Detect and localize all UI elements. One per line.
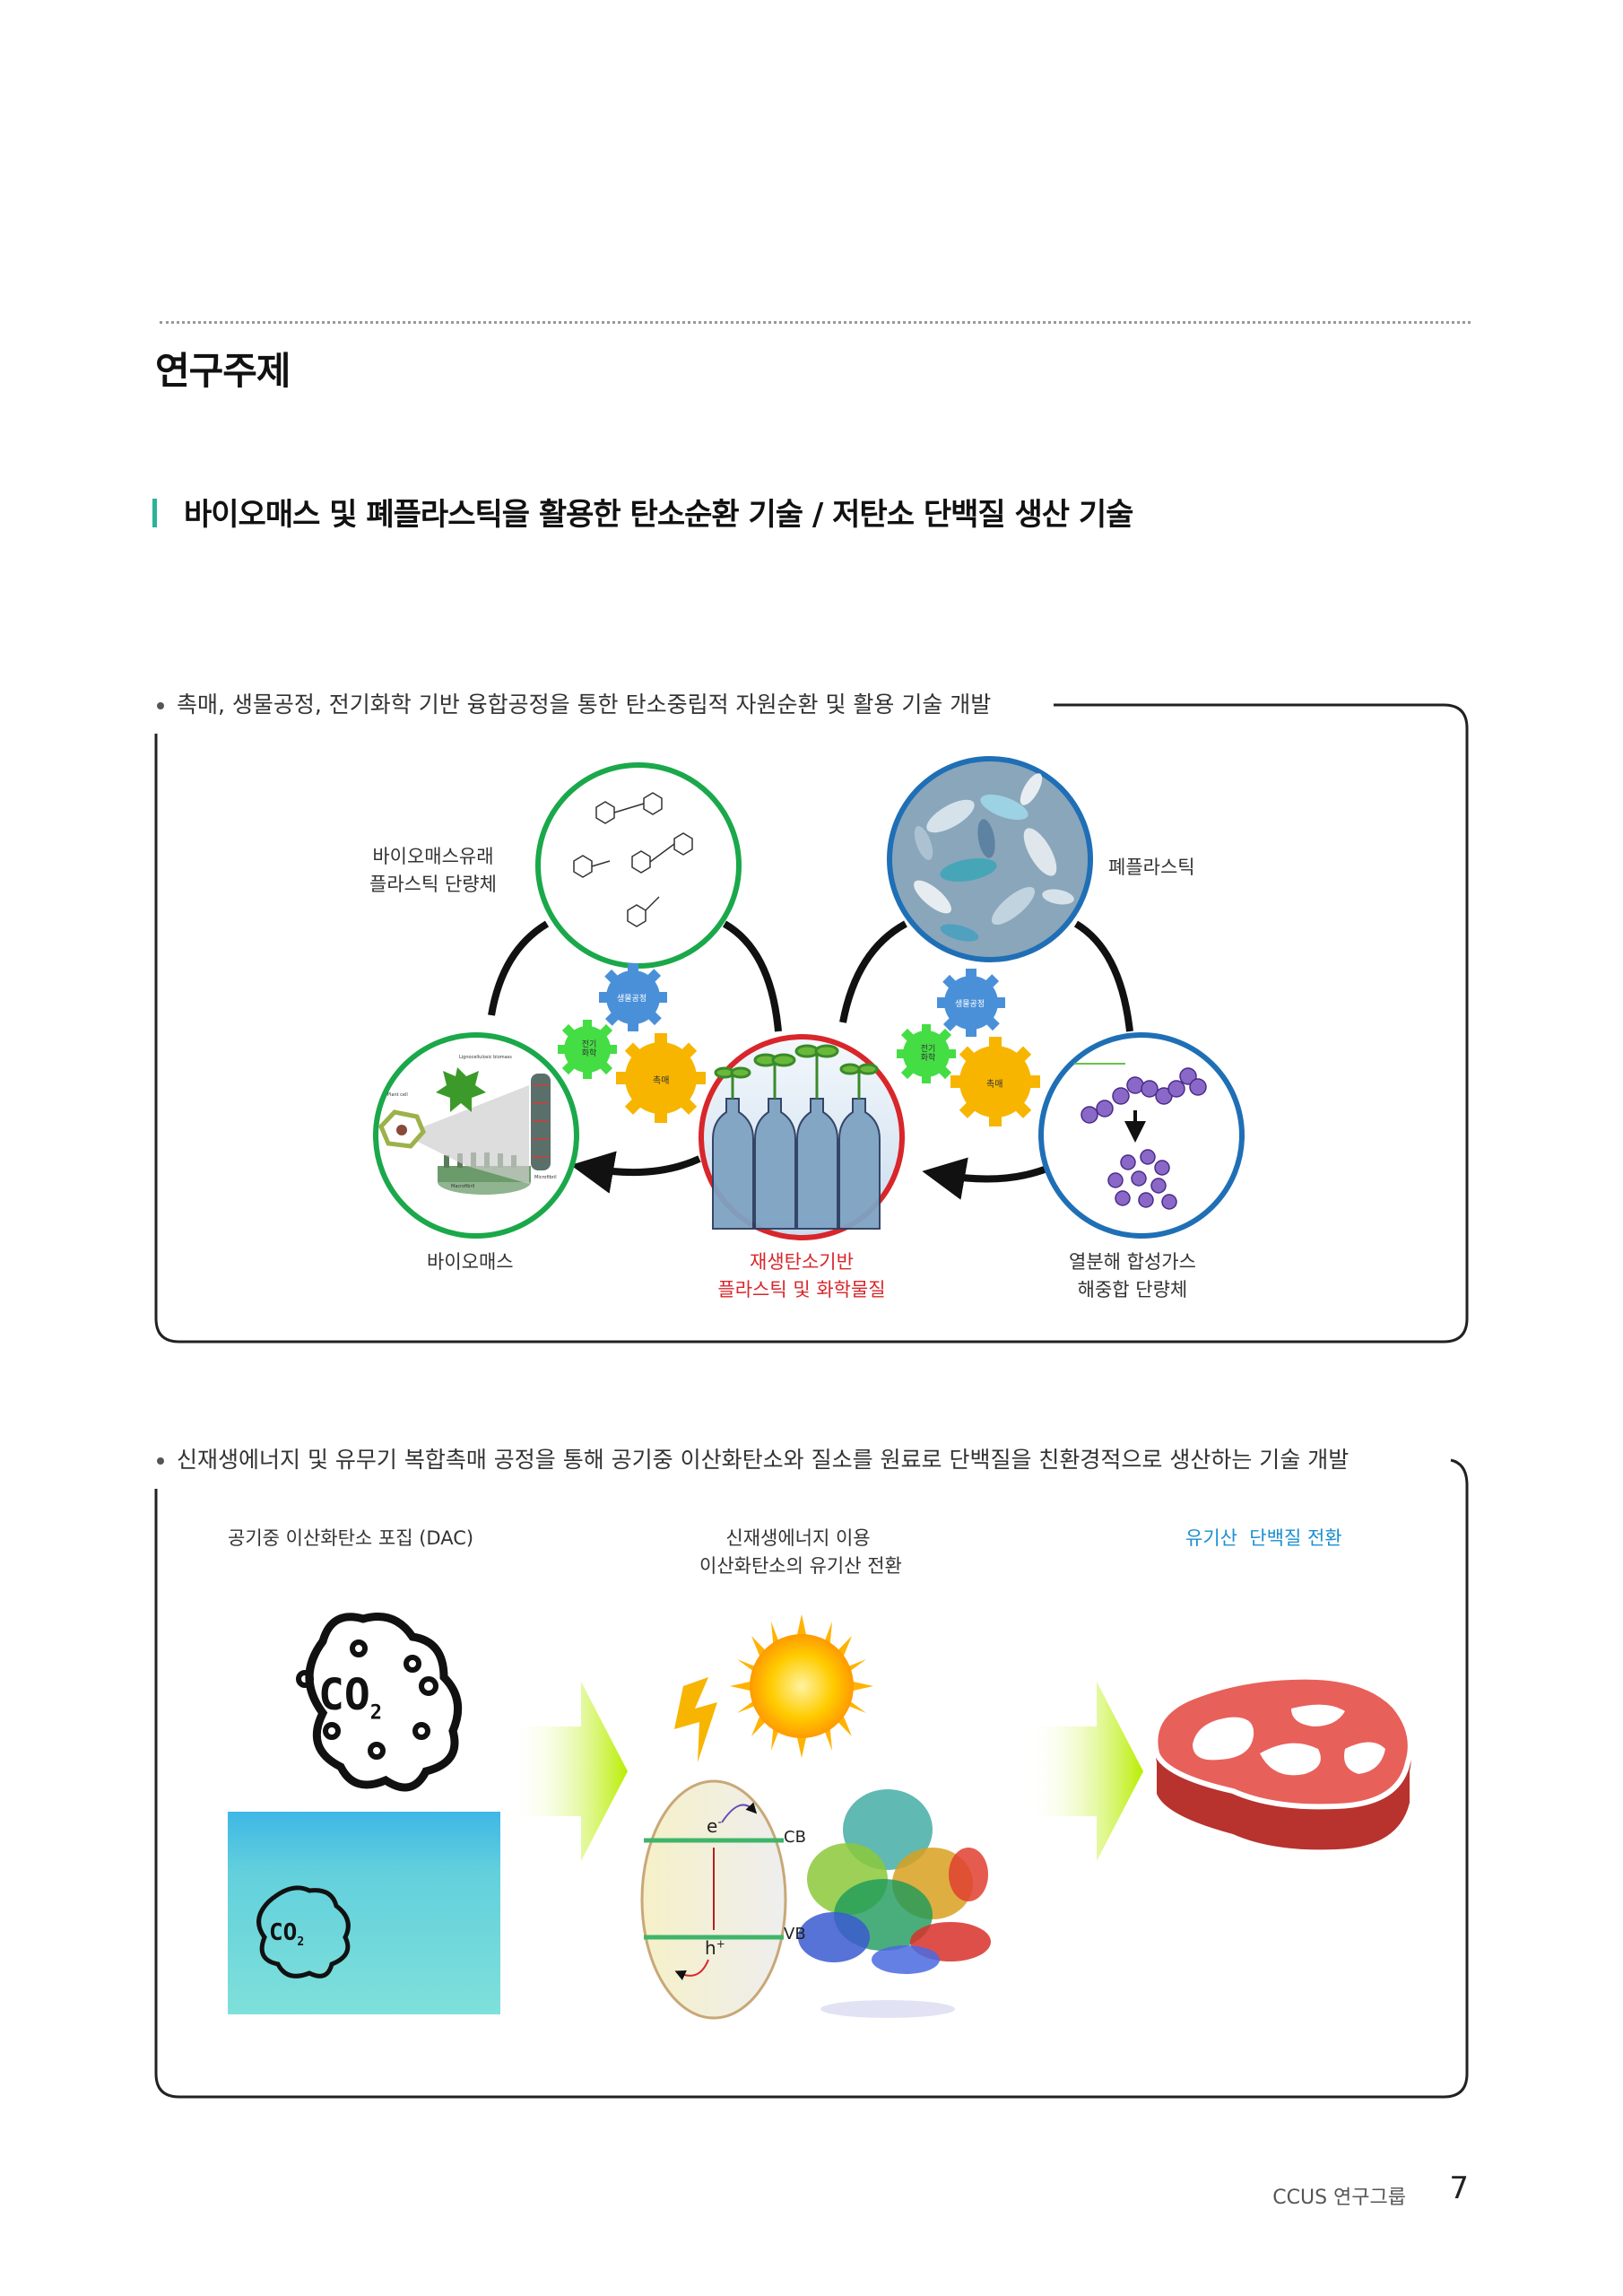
electron-sup: - <box>717 1815 722 1829</box>
label-line: 플라스틱 단량체 <box>369 874 497 895</box>
renewable-products-circle <box>699 1034 905 1240</box>
cycle-arc <box>722 920 782 1032</box>
co2-text: CO <box>318 1670 370 1720</box>
meat-steak-icon <box>1152 1674 1413 1850</box>
cycle-arc <box>1073 920 1133 1032</box>
subtitle: 바이오매스 및 폐플라스틱을 활용한 탄소순환 기술 / 저탄소 단백질 생산 … <box>184 497 1133 533</box>
panel1-bullet: 촉매, 생물공정, 전기화학 기반 융합공정을 통한 탄소중립적 자원순환 및 … <box>157 687 991 719</box>
cycle-arrow <box>922 1157 1051 1200</box>
panel1-bullet-text: 촉매, 생물공정, 전기화학 기반 융합공정을 통한 탄소중립적 자원순환 및 … <box>177 691 992 718</box>
panel2-frame <box>154 1458 1469 2099</box>
label-line: 바이오매스유래 <box>372 846 494 867</box>
co2-cloud-icon <box>305 1613 463 1792</box>
gear-bio-process <box>937 969 1005 1037</box>
gear-label-catalyst: 촉매 <box>986 1080 1003 1090</box>
label-line: 신재생에너지 이용 <box>725 1527 871 1549</box>
micro-label-macrofibril: Macrofibril <box>451 1184 475 1189</box>
page-number: 7 <box>1449 2170 1469 2206</box>
label-renewable-products: 재생탄소기반 플라스틱 및 화학물질 <box>707 1248 897 1304</box>
bullet-dot <box>157 702 164 709</box>
gear-label-bio: 생물공정 <box>955 1000 985 1009</box>
micro-label-fibril: Microfibril <box>534 1175 557 1180</box>
subtitle-accent-bar <box>152 499 157 527</box>
electron-label: e- <box>707 1815 722 1837</box>
gear-bio-process <box>599 963 667 1031</box>
micro-label-plant-cell: Plant cell <box>387 1092 408 1098</box>
label-line: 재생탄소기반 <box>750 1251 854 1273</box>
co2-text: CO <box>269 1919 298 1946</box>
hole-text: h <box>705 1937 716 1959</box>
lightning-icon <box>674 1677 717 1762</box>
label-line: 이산화탄소의 유기산 전환 <box>699 1555 902 1577</box>
label-protein-conversion: 유기산 단백질 전환 <box>1185 1527 1342 1549</box>
gear-catalyst <box>950 1037 1040 1126</box>
hole-label: h+ <box>705 1937 725 1959</box>
label-line: 해중합 단량체 <box>1077 1279 1188 1300</box>
micro-label-lignin: Lignocellulosic biomass <box>459 1055 512 1060</box>
bullet-dot <box>157 1457 164 1465</box>
band-diagram <box>640 1779 787 2020</box>
hole-sup: + <box>716 1937 725 1951</box>
label-biomass: 바이오매스 <box>427 1251 514 1273</box>
label-renewable-energy: 신재생에너지 이용 이산화탄소의 유기산 전환 <box>699 1525 902 1580</box>
label-pyrolysis: 열분해 합성가스 해중합 단량체 <box>1069 1248 1196 1304</box>
cycle-arrow <box>570 1151 701 1194</box>
gear-electrochem <box>558 1020 617 1079</box>
pyrolysis-circle <box>1038 1032 1245 1239</box>
enzyme-protein-image <box>798 1789 991 2018</box>
section-title: 연구주제 <box>155 349 291 393</box>
biomass-circle <box>373 1032 579 1239</box>
gear-electrochem <box>897 1024 956 1083</box>
gear-catalyst <box>616 1033 706 1123</box>
label-dac: 공기중 이산화탄소 포집 (DAC) <box>228 1527 474 1549</box>
panel2-bullet: 신재생에너지 및 유무기 복합촉매 공정을 통해 공기중 이산화탄소와 질소를 … <box>157 1442 1349 1474</box>
gear-label-electro: 전기 화학 <box>581 1040 597 1058</box>
flow-arrow <box>1027 1682 1143 1861</box>
co2-cloud-swirls <box>296 1639 438 1760</box>
cycle-arc <box>839 920 907 1023</box>
gear-label-bio: 생물공정 <box>617 995 647 1004</box>
gear-label-catalyst: 촉매 <box>653 1076 670 1086</box>
panel2-bullet-text: 신재생에너지 및 유무기 복합촉매 공정을 통해 공기중 이산화탄소와 질소를 … <box>177 1447 1350 1473</box>
gear-label-electro: 전기 화학 <box>920 1045 936 1063</box>
footer-group-label: CCUS 연구그룹 <box>1272 2187 1406 2209</box>
co2-cloud-small-icon <box>256 1885 351 1979</box>
label-biomass-monomer: 바이오매스유래 플라스틱 단량체 <box>369 843 497 899</box>
sun-icon <box>730 1614 873 1758</box>
co2-label-small: CO2 <box>269 1919 304 1949</box>
co2-subscript: 2 <box>369 1701 383 1725</box>
panel1-frame <box>154 703 1469 1344</box>
sea-image <box>228 1812 500 2014</box>
dotted-rule <box>160 321 1471 324</box>
label-line: 열분해 합성가스 <box>1069 1251 1196 1273</box>
electron-text: e <box>707 1815 718 1837</box>
biomass-monomer-circle <box>535 762 742 969</box>
waste-plastic-circle <box>887 756 1093 962</box>
vb-label: VB <box>784 1925 806 1944</box>
cycle-arc <box>488 920 550 1016</box>
co2-subscript: 2 <box>297 1935 305 1950</box>
co2-label: CO2 <box>318 1670 382 1725</box>
label-line: 플라스틱 및 화학물질 <box>717 1279 886 1300</box>
cb-label: CB <box>784 1828 806 1847</box>
label-waste-plastic: 폐플라스틱 <box>1108 857 1195 878</box>
flow-arrow <box>511 1682 628 1861</box>
